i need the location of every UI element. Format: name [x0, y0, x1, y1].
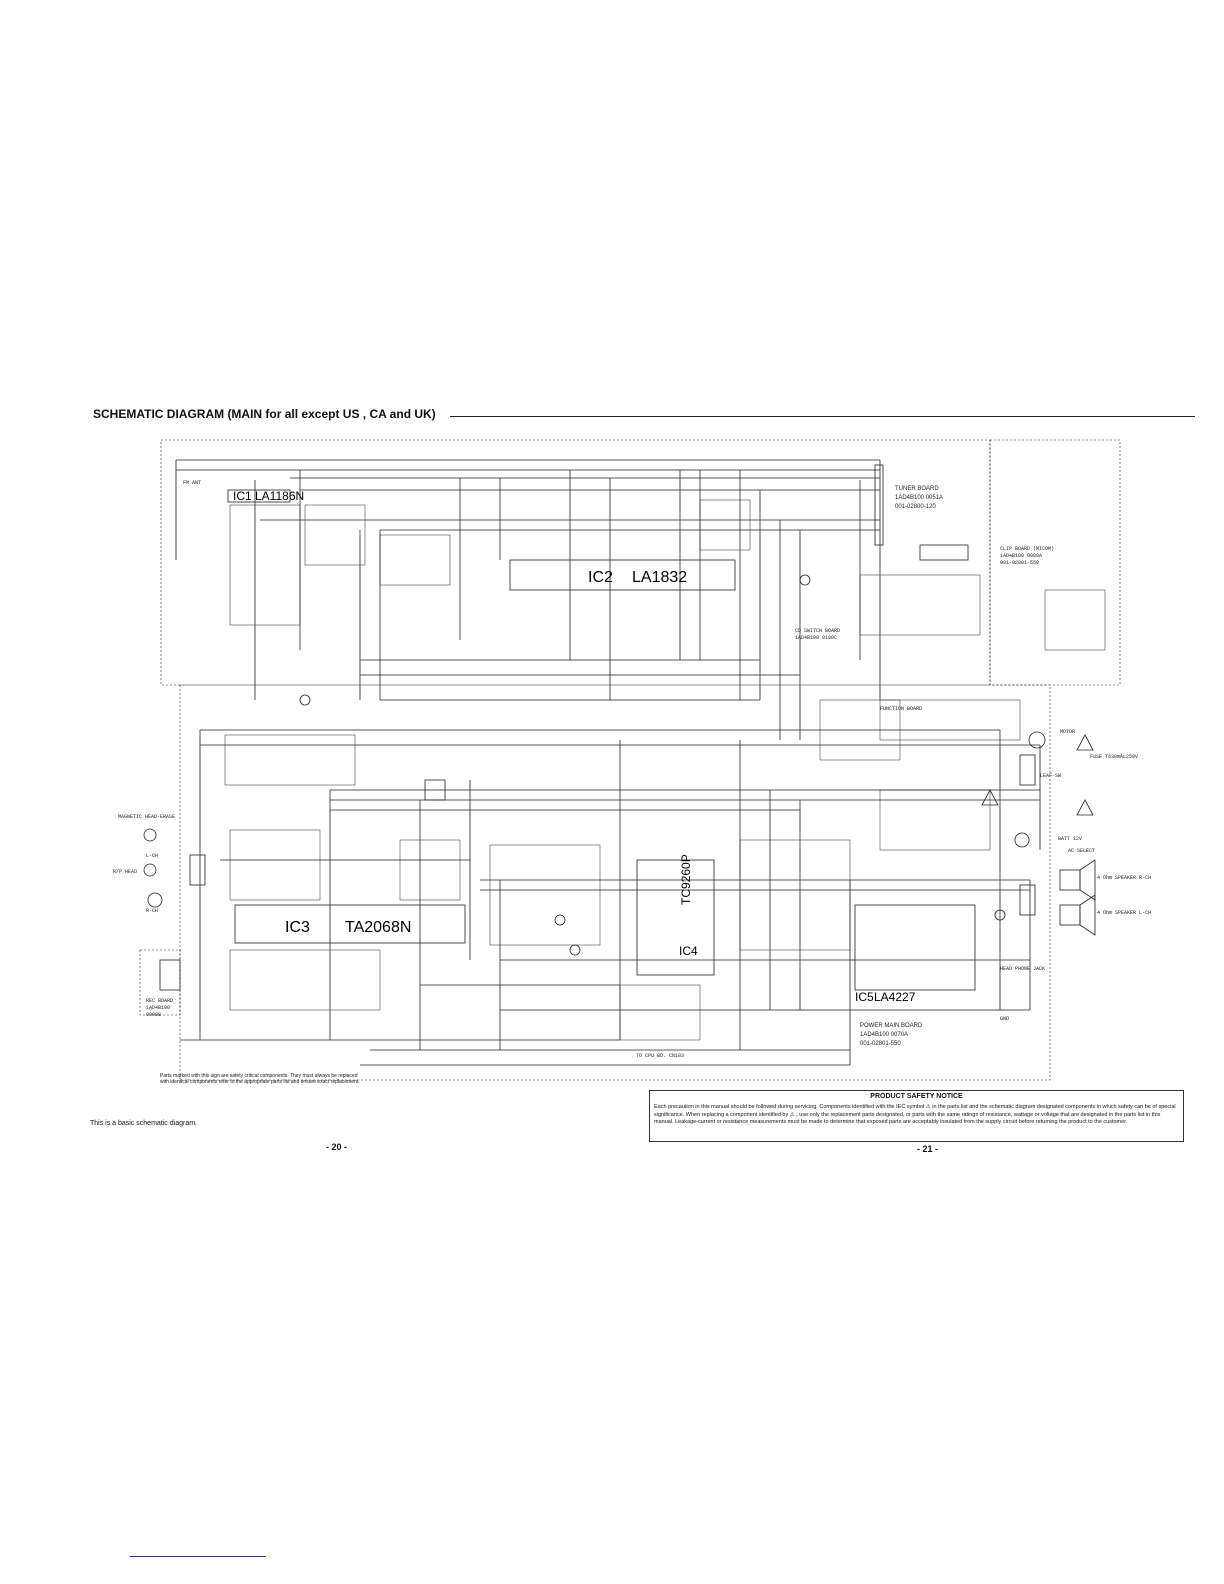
ic4-label: IC4 [679, 944, 698, 958]
ic1-label: IC1 LA1186N [233, 489, 304, 503]
svg-text:1AD4B100 0080A: 1AD4B100 0080A [1000, 553, 1042, 559]
gnd-label: GND [1000, 1016, 1009, 1022]
ic2-label: IC2 [588, 569, 613, 586]
clip-board-outline [989, 439, 1121, 686]
head-connector [189, 854, 206, 886]
rec-connector [159, 959, 181, 991]
safety-title: PRODUCT SAFETY NOTICE [870, 1093, 963, 1100]
speaker-l-label: 4 Ohm SPEAKER L-CH [1097, 910, 1151, 916]
safety-body: Each precaution in this manual should be… [654, 1104, 1176, 1125]
ac-select-label: AC SELECT [1068, 848, 1095, 854]
ic2-part: LA1832 [632, 569, 687, 586]
leaf-sw-label: LEAF-SW [1040, 773, 1061, 779]
magnetic-head-label: MAGNETIC HEAD-ERASE [118, 814, 175, 820]
speaker-connector [1019, 884, 1036, 916]
ic3-label: IC3 [285, 919, 310, 936]
svg-text:001-02801-550: 001-02801-550 [1000, 560, 1039, 566]
page-title: SCHEMATIC DIAGRAM (MAIN for all except U… [93, 407, 436, 421]
ic5-label: IC5 [855, 990, 874, 1004]
ic2-body [509, 559, 736, 591]
cd-switch-board-label: CD SWITCH BOARD [795, 628, 840, 634]
motor-icon [1028, 731, 1046, 749]
basic-note: This is a basic schematic diagram. [90, 1120, 197, 1127]
to-cpu-label: TO CPU BD. CN103 [636, 1053, 684, 1059]
page-number-right: - 21 - [917, 1144, 939, 1154]
tuner-board-label: TUNER BOARD [895, 486, 939, 492]
fm-ant-label: FM ANT [183, 480, 201, 486]
svg-text:001-02800-120: 001-02800-120 [895, 504, 936, 510]
speaker-l [1059, 904, 1081, 926]
svg-text:1AD4B100 0070A: 1AD4B100 0070A [860, 1032, 908, 1038]
ic3-body [234, 904, 466, 944]
speaker-l-icon [1079, 894, 1096, 936]
title-rule [450, 416, 1195, 417]
speaker-r-label: 4 Ohm SPEAKER R-CH [1097, 875, 1151, 881]
tuner-board-outline [160, 439, 991, 686]
ic3-part: TA2068N [345, 919, 411, 936]
clip-connector [919, 544, 969, 561]
main-board-outline [179, 684, 1051, 1081]
product-safety-notice: PRODUCT SAFETY NOTICE Each precaution in… [649, 1090, 1184, 1142]
cn-connector [424, 779, 446, 801]
footnote-rule [130, 1556, 266, 1557]
speaker-r [1059, 869, 1081, 891]
ic4-part: TC9260P [679, 854, 693, 905]
batt-label: BATT 12V [1058, 836, 1082, 842]
ic5-part: LA4227 [874, 990, 916, 1004]
rec-board-label: REC BOARD [146, 998, 173, 1004]
svg-text:001-02801-550: 001-02801-550 [860, 1041, 901, 1047]
ic4-body [636, 859, 715, 976]
ic1-body [227, 489, 291, 503]
clip-board-label: CLIP BOARD (MICOM) [1000, 546, 1054, 552]
head-phone-label: HEAD PHONE JACK [1000, 966, 1045, 972]
motor-label: MOTOR [1060, 729, 1075, 735]
page-number-left: - 20 - [326, 1142, 348, 1152]
power-main-board-label: POWER MAIN BOARD [860, 1023, 923, 1029]
rp-head-label: R/P HEAD [113, 869, 137, 875]
svg-text:1AD4B100 0100C: 1AD4B100 0100C [795, 635, 837, 641]
warning-icon [1076, 734, 1094, 751]
tuner-connector [874, 464, 884, 546]
motor-connector [1019, 754, 1036, 786]
svg-text:0090B: 0090B [146, 1012, 161, 1018]
speaker-r-icon [1079, 859, 1096, 901]
svg-text:1AD4B100 0051A: 1AD4B100 0051A [895, 495, 943, 501]
svg-text:1AD4B100: 1AD4B100 [146, 1005, 170, 1011]
rch-label: R-CH [146, 908, 158, 914]
caution-note: Parts marked with this sign are safety c… [160, 1073, 360, 1085]
fuse-label: FUSE T630mAL250V [1090, 754, 1138, 760]
lch-label: L-CH [146, 853, 158, 859]
ic5-body [854, 904, 976, 991]
function-board-label: FUNCTION BOARD [880, 706, 922, 712]
